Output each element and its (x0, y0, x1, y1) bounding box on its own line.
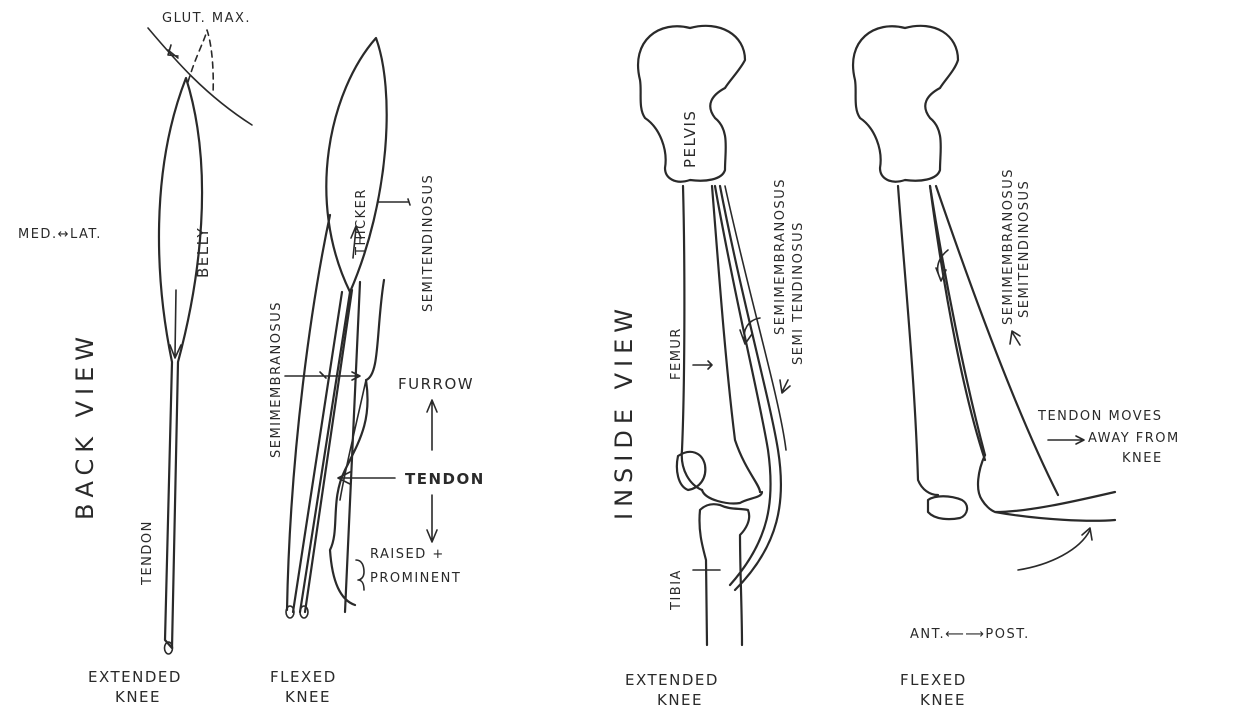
semitendinosus-pointer (378, 199, 410, 205)
semitendinosus-tendon (305, 282, 360, 612)
panel-inside-flexed: SEMIMEMBRANOSUS SEMITENDINOSUS TENDON MO… (853, 26, 1180, 642)
tendon-vertical-label: TENDON (140, 520, 155, 586)
muscle-belly-outline (159, 78, 202, 648)
raised-label-line2: PROMINENT (370, 571, 461, 586)
semimembranosus-line (715, 186, 771, 585)
inside-view-label: INSIDE VIEW (610, 303, 638, 520)
raised-down-arrow (427, 495, 437, 542)
tendon-pointer (338, 472, 395, 484)
femur-label: FEMUR (669, 327, 684, 380)
caption-3-line1: EXTENDED (625, 671, 719, 689)
tibia-bone (699, 504, 749, 645)
caption-4-line1: FLEXED (900, 671, 967, 689)
flexed-semimembranosus-label: SEMIMEMBRANOSUS (1001, 168, 1016, 325)
furrow-up-arrow (427, 400, 437, 450)
caption-1-line1: EXTENDED (88, 668, 182, 686)
glut-max-edge (148, 28, 252, 125)
tendon-moves-arrow (1048, 436, 1084, 444)
flexed-tibia-bone (978, 455, 1115, 521)
furrow-pointer (285, 372, 360, 380)
inside-semitendinosus-pointer (780, 380, 790, 393)
tibia-label: TIBIA (669, 569, 684, 611)
thicker-label: THICKER (354, 188, 369, 256)
panel-back-flexed: THICKER SEMIMEMBRANOSUS SEMITENDINOSUS F… (269, 38, 485, 618)
semimembranosus-label: SEMIMEMBRANOSUS (269, 301, 284, 458)
caption-2-line2: KNEE (285, 688, 331, 706)
caption-2-line1: FLEXED (270, 668, 337, 686)
flexion-curve-arrow (1018, 528, 1092, 570)
semitendinosus-label: SEMITENDINOSUS (421, 174, 436, 312)
panel-inside-extended: INSIDE VIEW PELVIS FEMUR TIBIA SEMIMEMBR… (610, 26, 806, 645)
flexed-pelvis-bone (853, 26, 958, 182)
ant-post-label: ANT.⟵⟶POST. (910, 627, 1030, 642)
semimembranosus-outline (287, 215, 350, 612)
panel-back-extended: GLUT. MAX. MED.↔LAT. BACK VIEW BELLY TEN… (18, 11, 252, 654)
glut-max-pointer-arrow (168, 45, 178, 58)
inside-semimembranosus-label: SEMIMEMBRANOSUS (773, 178, 788, 335)
flexed-semitendinosus-label: SEMITENDINOSUS (1017, 180, 1032, 318)
inside-semitendinosus-label: SEMI TENDINOSUS (791, 221, 806, 365)
flexed-femur-bone (898, 186, 985, 495)
tendon-moves-line1: TENDON MOVES (1037, 409, 1163, 424)
furrow-curve (340, 380, 366, 500)
flexed-patella-bone (928, 496, 967, 519)
femur-condyle (702, 490, 762, 503)
tendon-moves-line3: KNEE (1122, 451, 1163, 466)
belly-down-arrow (170, 290, 181, 358)
belly-label: BELLY (194, 227, 212, 278)
caption-4-line2: KNEE (920, 691, 966, 709)
tendon-moves-line2: AWAY FROM (1088, 431, 1180, 446)
captions: EXTENDED KNEE FLEXED KNEE EXTENDED KNEE … (88, 668, 967, 709)
med-lat-label: MED.↔LAT. (18, 227, 102, 242)
tendon-bold-label: TENDON (405, 470, 485, 488)
glut-max-label: GLUT. MAX. (162, 11, 251, 26)
furrow-label: FURROW (398, 375, 474, 393)
pelvis-label: PELVIS (681, 110, 699, 168)
back-view-label: BACK VIEW (71, 331, 99, 520)
caption-3-line2: KNEE (657, 691, 703, 709)
raised-label-line1: RAISED + (370, 547, 445, 562)
caption-1-line2: KNEE (115, 688, 161, 706)
flexed-semitendinosus-pointer (1010, 331, 1020, 345)
raised-brace (356, 560, 364, 590)
femur-pointer (693, 361, 712, 369)
